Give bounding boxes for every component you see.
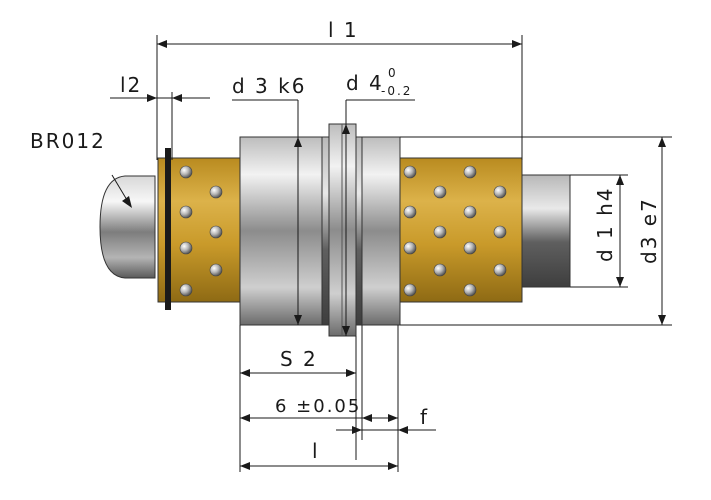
ball xyxy=(463,165,477,179)
bushing-sleeve-right xyxy=(361,136,401,326)
ball xyxy=(403,283,417,297)
ball xyxy=(179,241,193,255)
label-l: l xyxy=(312,439,320,463)
ball xyxy=(209,185,223,199)
label-l1: l 1 xyxy=(328,18,359,42)
ball-cage-left xyxy=(157,157,241,303)
ball xyxy=(493,225,507,239)
ball xyxy=(209,225,223,239)
balls-group xyxy=(179,165,507,297)
label-s2: S 2 xyxy=(280,347,318,371)
shaft-right xyxy=(519,174,571,288)
shaft-rounded-end xyxy=(99,175,156,279)
ball xyxy=(433,185,447,199)
retaining-ring xyxy=(165,148,171,310)
ball xyxy=(463,205,477,219)
ball xyxy=(179,205,193,219)
ball xyxy=(403,241,417,255)
ball xyxy=(433,225,447,239)
ball xyxy=(209,263,223,277)
label-l2: l2 xyxy=(120,73,142,97)
ball xyxy=(493,185,507,199)
bushing-sleeve-left xyxy=(239,136,323,326)
ball xyxy=(179,165,193,179)
label-d4-lower-tol: -0.2 xyxy=(381,84,412,98)
label-d1h4: d 1 h4 xyxy=(593,186,617,262)
label-d4-upper-tol: 0 xyxy=(388,66,398,80)
ball xyxy=(403,205,417,219)
label-d3e7: d3 e7 xyxy=(637,197,661,264)
ball xyxy=(493,263,507,277)
label-br012: BR012 xyxy=(30,129,106,153)
ball xyxy=(463,283,477,297)
label-d3k6: d 3 k6 xyxy=(232,74,306,98)
ball xyxy=(403,165,417,179)
ball xyxy=(463,241,477,255)
label-tol6: 6 ±0.05 xyxy=(275,396,361,417)
ball xyxy=(433,263,447,277)
label-f: f xyxy=(420,405,429,429)
label-d4: d 4 xyxy=(346,71,384,95)
ball xyxy=(179,283,193,297)
